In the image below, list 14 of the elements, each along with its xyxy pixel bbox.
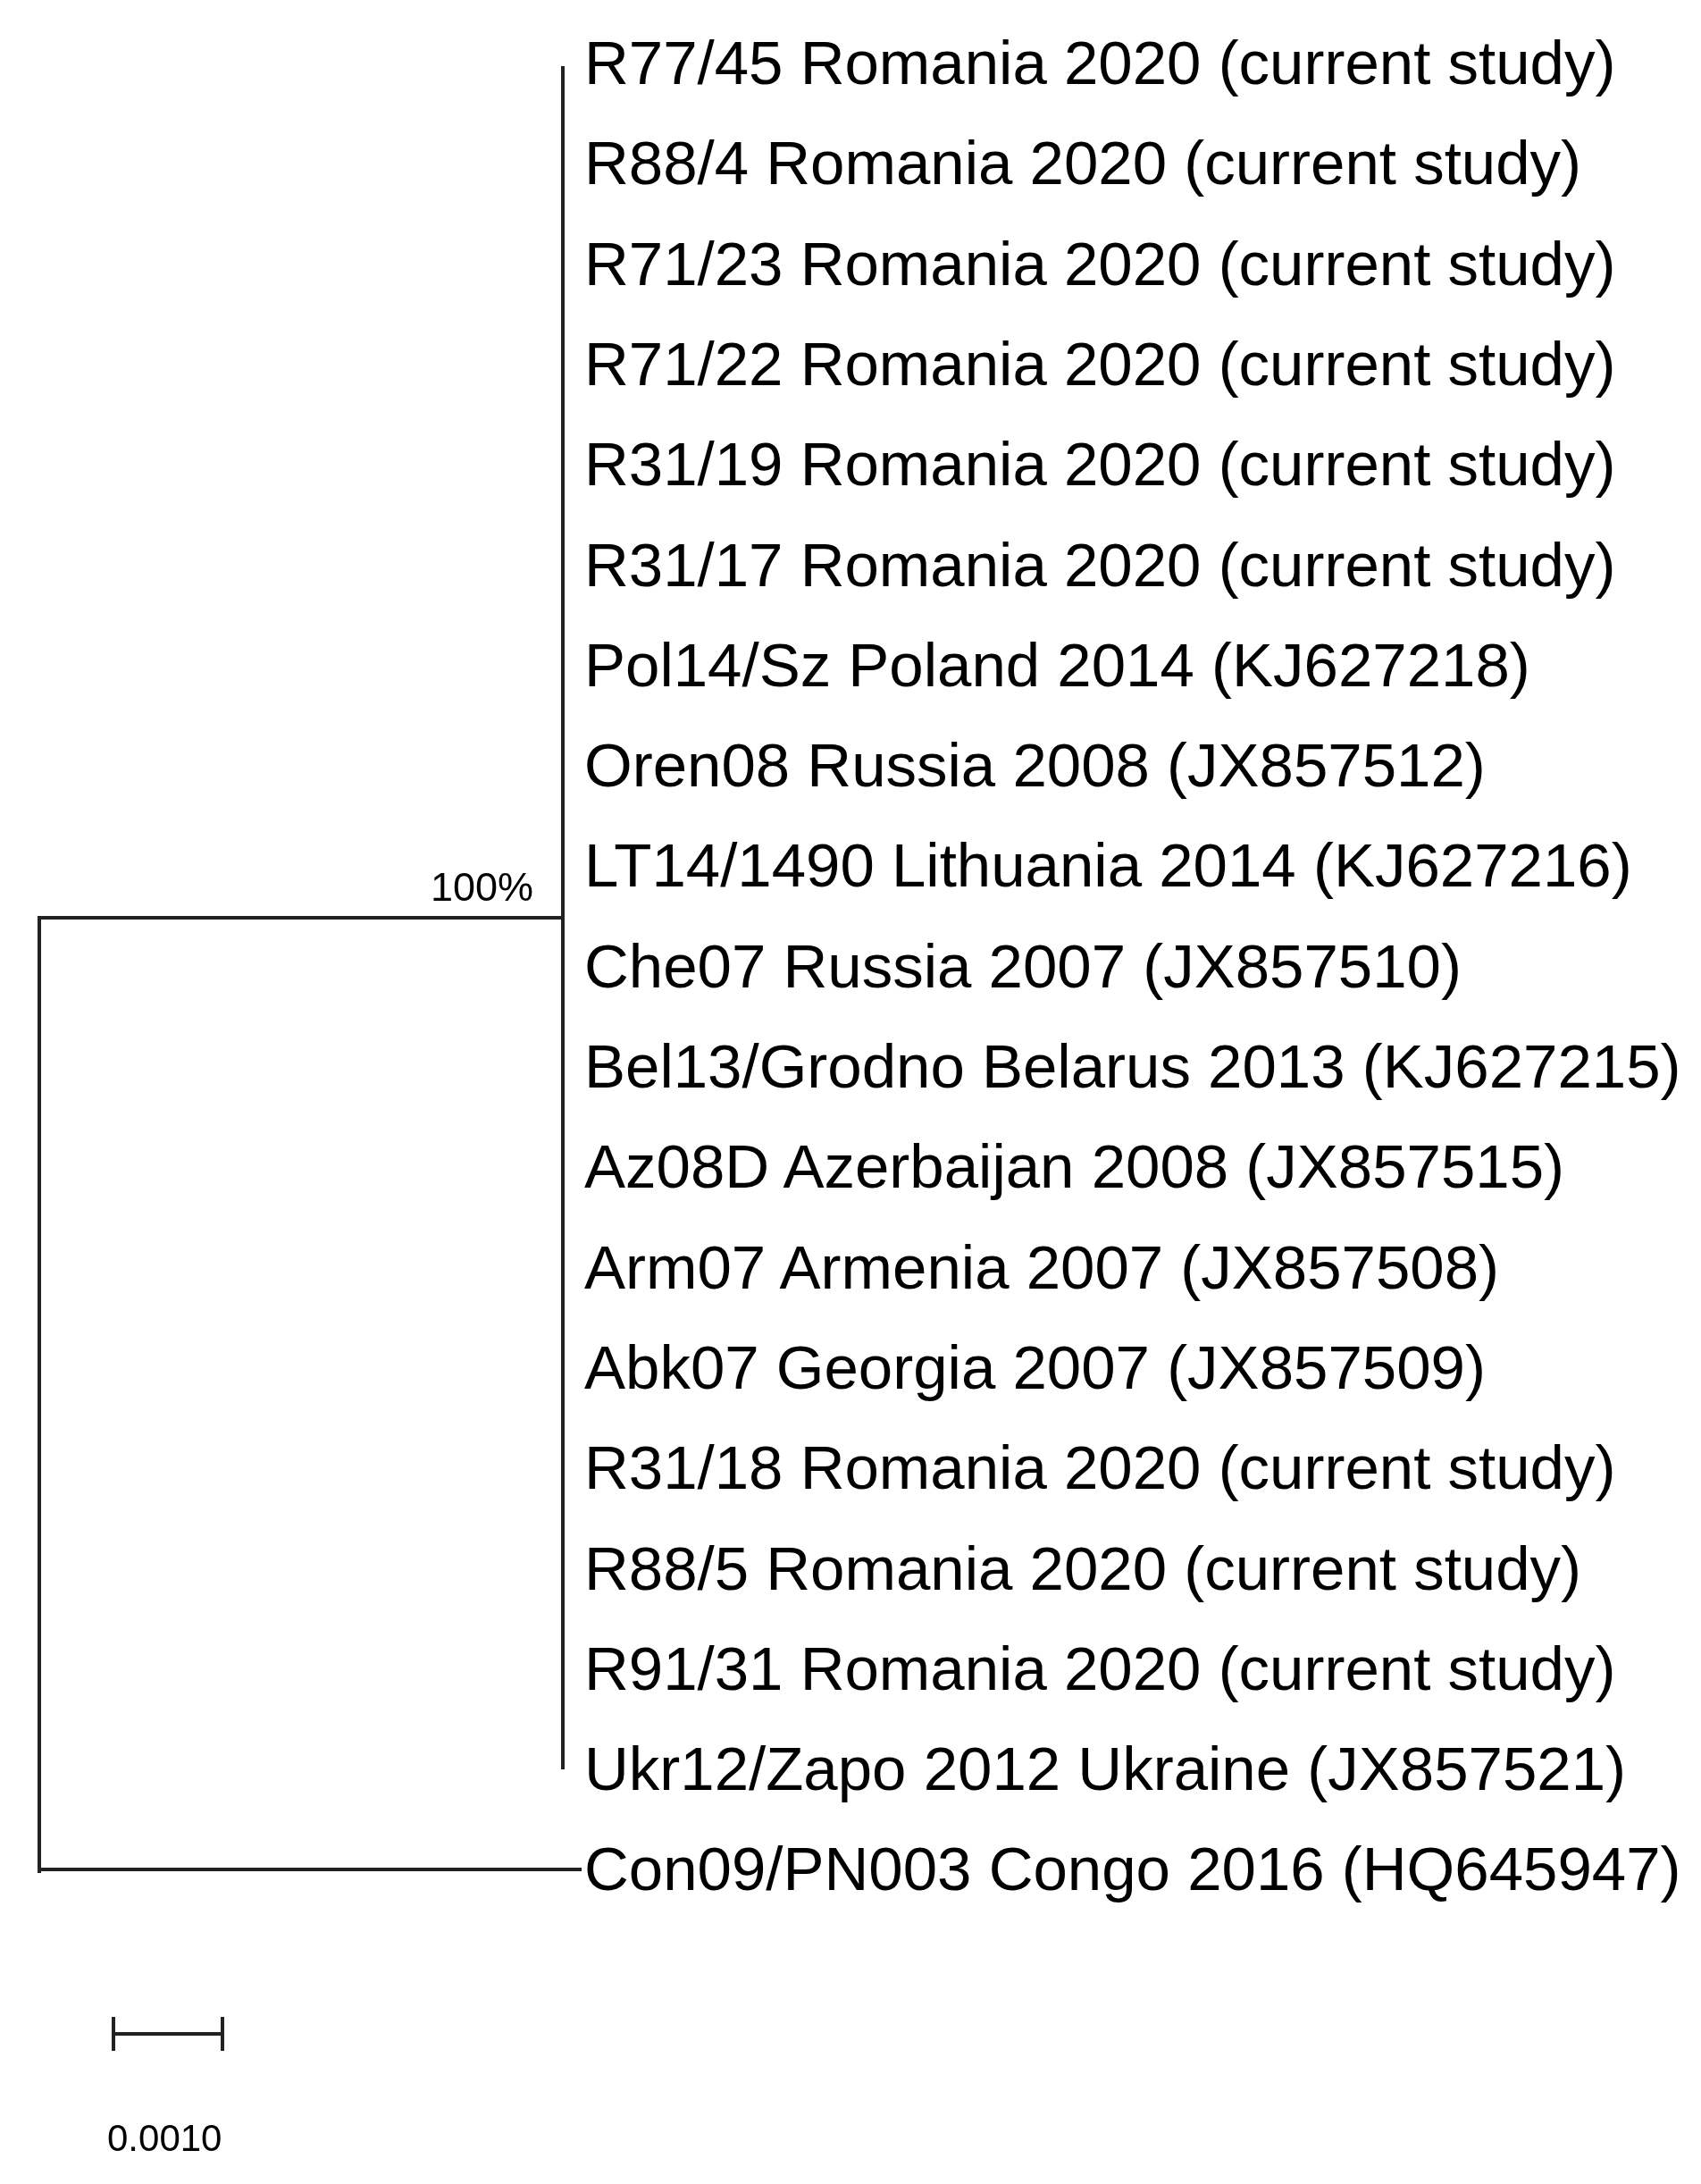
taxon-label: R31/18 Romania 2020 (current study) xyxy=(584,1437,1616,1499)
vertical-branch xyxy=(561,66,565,1769)
taxon-label: Oren08 Russia 2008 (JX857512) xyxy=(584,735,1486,797)
taxon-label: LT14/1490 Lithuania 2014 (KJ627216) xyxy=(584,835,1632,897)
taxon-label: R31/19 Romania 2020 (current study) xyxy=(584,433,1616,496)
taxon-label: R88/4 Romania 2020 (current study) xyxy=(584,132,1582,195)
vertical-branch xyxy=(38,916,41,1873)
taxon-label: Az08D Azerbaijan 2008 (JX857515) xyxy=(584,1136,1565,1198)
taxon-label: Ukr12/Zapo 2012 Ukraine (JX857521) xyxy=(584,1738,1626,1801)
taxon-label: Con09/PN003 Congo 2016 (HQ645947) xyxy=(584,1838,1681,1901)
scale-value: 0.0010 xyxy=(107,2120,222,2157)
bootstrap-value: 100% xyxy=(431,867,534,907)
branch-line xyxy=(41,916,561,920)
branch-line xyxy=(41,1867,582,1871)
